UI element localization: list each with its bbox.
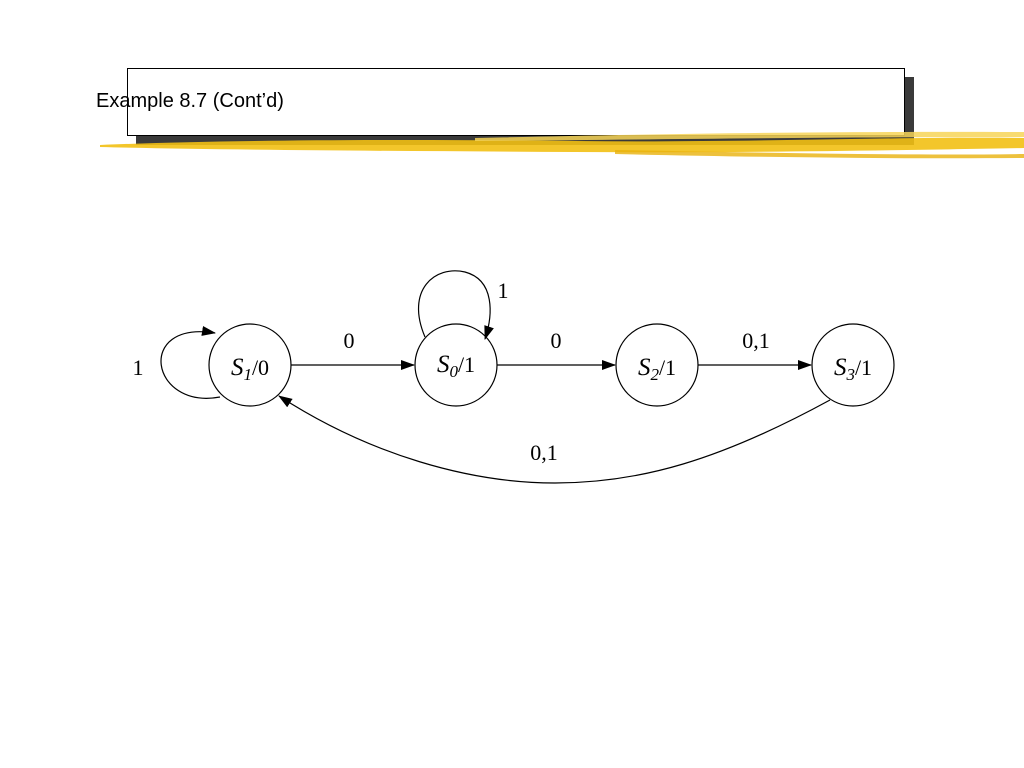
state-s3: S3/1 bbox=[811, 323, 895, 407]
state-s2: S2/1 bbox=[615, 323, 699, 407]
edge-s1-self-label: 1 bbox=[133, 355, 144, 380]
edge-s2-to-s3-label: 0,1 bbox=[742, 328, 770, 353]
svg-text:S0/1: S0/1 bbox=[437, 351, 475, 381]
edge-s0-self-loop bbox=[418, 270, 494, 340]
state-s0-sub: 0 bbox=[449, 362, 458, 381]
svg-text:S2/1: S2/1 bbox=[638, 354, 676, 384]
edge-s0-self-label: 1 bbox=[498, 278, 509, 303]
state-s0-name: S bbox=[437, 351, 450, 378]
state-s1: S1/0 bbox=[208, 323, 292, 407]
state-s0: S0/1 bbox=[414, 323, 498, 407]
state-s2-name: S bbox=[638, 354, 651, 381]
state-s3-sub: 3 bbox=[845, 365, 855, 384]
edge-s3-to-s1 bbox=[278, 395, 831, 484]
state-s1-output: /0 bbox=[252, 355, 269, 380]
state-s1-sub: 1 bbox=[243, 365, 252, 384]
state-s2-sub: 2 bbox=[650, 365, 659, 384]
state-s0-output: /1 bbox=[458, 352, 475, 377]
edge-s1-to-s0-label: 0 bbox=[344, 328, 355, 353]
state-s3-output: /1 bbox=[855, 355, 872, 380]
svg-text:S3/1: S3/1 bbox=[834, 354, 872, 384]
state-s1-name: S bbox=[231, 354, 244, 381]
state-s3-name: S bbox=[834, 354, 847, 381]
edge-s0-to-s2-label: 0 bbox=[551, 328, 562, 353]
edge-s1-self-loop bbox=[160, 325, 221, 399]
page-title: Example 8.7 (Cont’d) bbox=[96, 90, 284, 112]
state-s2-output: /1 bbox=[659, 355, 676, 380]
svg-text:S1/0: S1/0 bbox=[231, 354, 269, 384]
brush-stroke-decoration bbox=[100, 131, 1024, 159]
title-box bbox=[127, 68, 905, 136]
edge-s3-to-s1-label: 0,1 bbox=[530, 440, 558, 465]
